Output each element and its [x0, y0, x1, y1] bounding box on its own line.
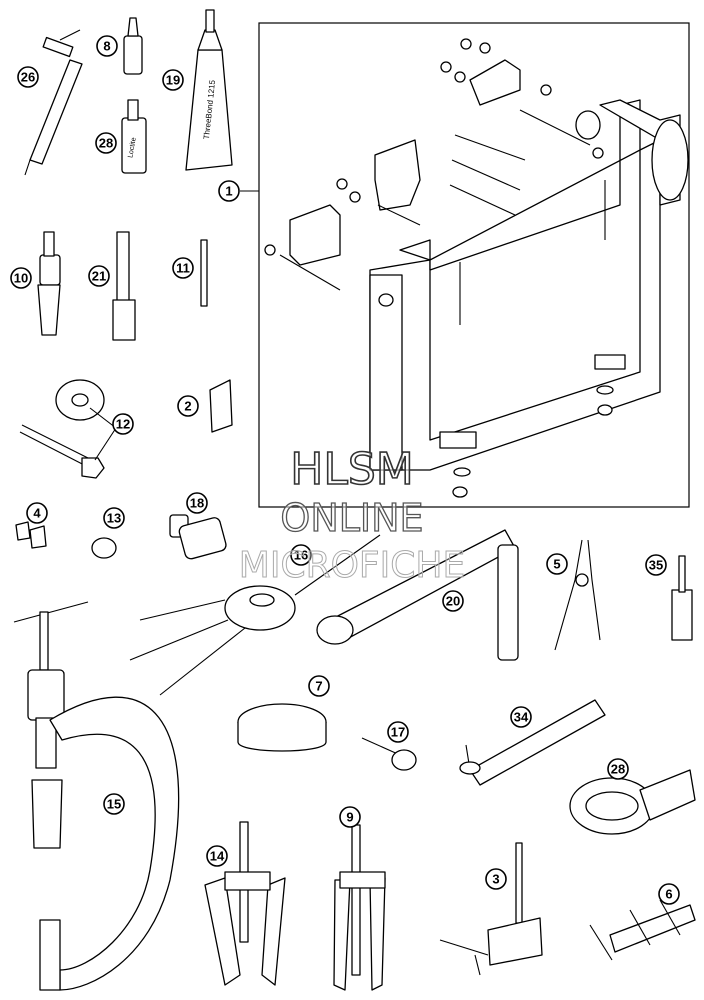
svg-text:11: 11 — [176, 261, 190, 276]
svg-text:6: 6 — [665, 887, 672, 902]
callout-11: 11 — [172, 257, 194, 279]
callout-35: 35 — [645, 554, 667, 576]
clutch-holder-16 — [129, 534, 381, 696]
sealant-tube: ThreeBond 1215 — [185, 9, 233, 171]
callout-13: 13 — [103, 507, 125, 529]
callout-12: 12 — [112, 413, 134, 435]
svg-text:13: 13 — [107, 511, 121, 526]
callout-17: 17 — [387, 721, 409, 743]
loctite-bottle: Loctite — [121, 99, 147, 174]
callout-8: 8 — [96, 35, 118, 57]
callout-15: 15 — [103, 793, 125, 815]
holding-wrench-34 — [459, 699, 606, 786]
callout-21: 21 — [88, 265, 110, 287]
svg-text:16: 16 — [294, 548, 308, 563]
callout-19: 19 — [162, 69, 184, 91]
engine-stand-group-frame — [258, 22, 690, 508]
leader-lines — [89, 407, 117, 461]
svg-text:35: 35 — [649, 558, 663, 573]
callout-28: 28 — [607, 758, 629, 780]
svg-text:8: 8 — [103, 39, 110, 54]
callout-5: 5 — [546, 553, 568, 575]
callout-20: 20 — [442, 590, 464, 612]
callout-27: 28 — [95, 132, 117, 154]
svg-text:20: 20 — [446, 594, 460, 609]
svg-text:15: 15 — [107, 797, 121, 812]
svg-text:14: 14 — [210, 849, 225, 864]
valve-tool-17 — [361, 737, 417, 771]
tool-6 — [589, 899, 696, 961]
c-clamp-15 — [13, 601, 180, 991]
callout-14: 14 — [206, 845, 228, 867]
pin-11 — [200, 239, 208, 307]
callout-1: 1 — [218, 180, 240, 202]
svg-text:26: 26 — [21, 70, 35, 85]
svg-text:34: 34 — [514, 710, 529, 725]
bolt-and-bearing-12 — [19, 379, 105, 479]
syringe — [24, 29, 83, 176]
holder-28 — [569, 769, 696, 835]
tool-3 — [439, 842, 543, 976]
pin-35 — [671, 555, 693, 641]
svg-text:17: 17 — [391, 725, 405, 740]
svg-text:10: 10 — [14, 271, 28, 286]
small-parts — [15, 514, 227, 560]
svg-text:12: 12 — [116, 417, 130, 432]
chain-wrench-20 — [316, 529, 519, 661]
svg-text:7: 7 — [315, 679, 322, 694]
callout-2: 2 — [177, 395, 199, 417]
svg-text:5: 5 — [553, 557, 560, 572]
adhesive-bottle — [123, 17, 143, 75]
callout-3: 3 — [485, 868, 507, 890]
callout-16: 16 — [290, 544, 312, 566]
puller-9 — [333, 824, 386, 991]
puller-10 — [37, 231, 61, 336]
callout-34: 34 — [510, 706, 532, 728]
pliers-5 — [554, 539, 601, 651]
engine-stand — [369, 99, 689, 498]
drift-21 — [112, 231, 136, 341]
ring-compressor-7 — [237, 703, 327, 752]
callout-10: 10 — [10, 267, 32, 289]
svg-text:2: 2 — [184, 399, 191, 414]
callout-6: 6 — [658, 883, 680, 905]
svg-text:19: 19 — [166, 73, 180, 88]
stand-hardware — [264, 38, 606, 325]
puller-14 — [204, 821, 286, 986]
callout-4: 4 — [26, 502, 48, 524]
svg-text:18: 18 — [190, 496, 204, 511]
svg-text:28: 28 — [611, 762, 625, 777]
callout-18: 18 — [186, 492, 208, 514]
callout-26: 26 — [17, 66, 39, 88]
svg-text:1: 1 — [225, 184, 232, 199]
svg-text:3: 3 — [492, 872, 499, 887]
loctite-bottle-label: Loctite — [127, 137, 137, 159]
callout-7: 7 — [308, 675, 330, 697]
callout-9: 9 — [339, 806, 361, 828]
svg-text:9: 9 — [346, 810, 353, 825]
bracket-2 — [209, 379, 233, 433]
svg-text:21: 21 — [92, 269, 106, 284]
svg-text:28: 28 — [99, 136, 113, 151]
svg-text:4: 4 — [33, 506, 41, 521]
